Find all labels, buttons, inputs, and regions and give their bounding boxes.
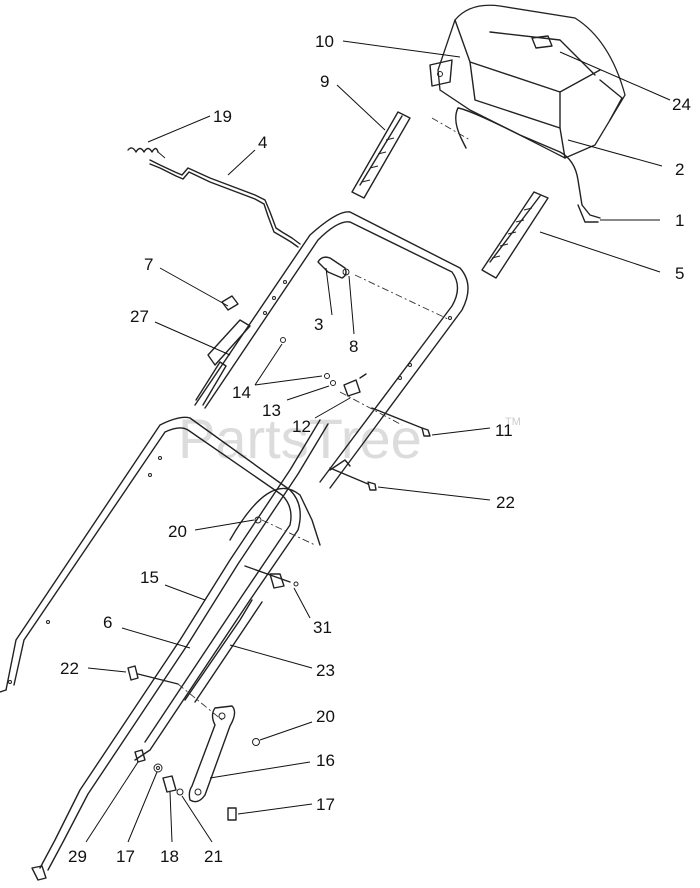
callout-10: 10 [315, 32, 334, 51]
upper-handle [194, 211, 469, 489]
callout-9: 9 [320, 72, 329, 91]
bracket-16 [188, 705, 236, 803]
callout-20a: 20 [168, 522, 187, 541]
callout-29: 29 [68, 847, 87, 866]
callout-6: 6 [103, 613, 112, 632]
callout-14: 14 [232, 383, 251, 402]
callout-3: 3 [314, 315, 323, 334]
control-bail [431, 107, 601, 223]
callout-17a: 17 [316, 795, 335, 814]
callout-18: 18 [160, 847, 179, 866]
callout-12: 12 [292, 417, 311, 436]
bolt-22-upper [329, 459, 377, 491]
callout-27: 27 [130, 307, 149, 326]
callout-5: 5 [675, 264, 684, 283]
cable-15 [31, 419, 329, 881]
cable-guide-5 [481, 191, 549, 279]
nut-20-upper [254, 516, 262, 524]
callout-13: 13 [262, 401, 281, 420]
callouts: 10 24 9 2 1 5 19 4 7 3 8 27 14 13 12 11 … [60, 32, 691, 866]
hardware-14-13-12 [280, 337, 403, 426]
callout-20b: 20 [316, 707, 335, 726]
bracket-27 [195, 319, 251, 406]
callout-19: 19 [213, 107, 232, 126]
callout-2: 2 [675, 160, 684, 179]
cable-clip-31 [244, 565, 299, 589]
cable-adjuster-3 [317, 256, 451, 321]
callout-17b: 17 [116, 847, 135, 866]
callout-11: 11 [495, 421, 513, 440]
callout-31: 31 [313, 618, 332, 637]
spring-19 [127, 147, 166, 159]
bolt-11 [371, 407, 431, 437]
watermark-trademark: TM [505, 416, 521, 428]
bag-cover [429, 4, 626, 159]
clip-7 [221, 295, 239, 311]
lower-bar-6-23 [184, 487, 321, 703]
callout-22b: 22 [60, 659, 79, 678]
callout-4: 4 [258, 133, 267, 152]
callout-24: 24 [672, 95, 691, 114]
bolt-22-lower [127, 665, 223, 721]
callout-23: 23 [316, 661, 335, 680]
nut-20-lower [252, 738, 260, 746]
callout-22a: 22 [496, 493, 515, 512]
callout-15: 15 [140, 568, 159, 587]
leader-lines [85, 40, 671, 843]
cable-guide-9 [351, 111, 411, 199]
callout-1: 1 [675, 211, 684, 230]
callout-8: 8 [349, 337, 358, 356]
callout-16: 16 [316, 751, 335, 770]
callout-21: 21 [204, 847, 223, 866]
callout-7: 7 [144, 255, 153, 274]
control-rod-4 [149, 159, 301, 248]
hardware-17-18-21-29 [134, 749, 237, 821]
